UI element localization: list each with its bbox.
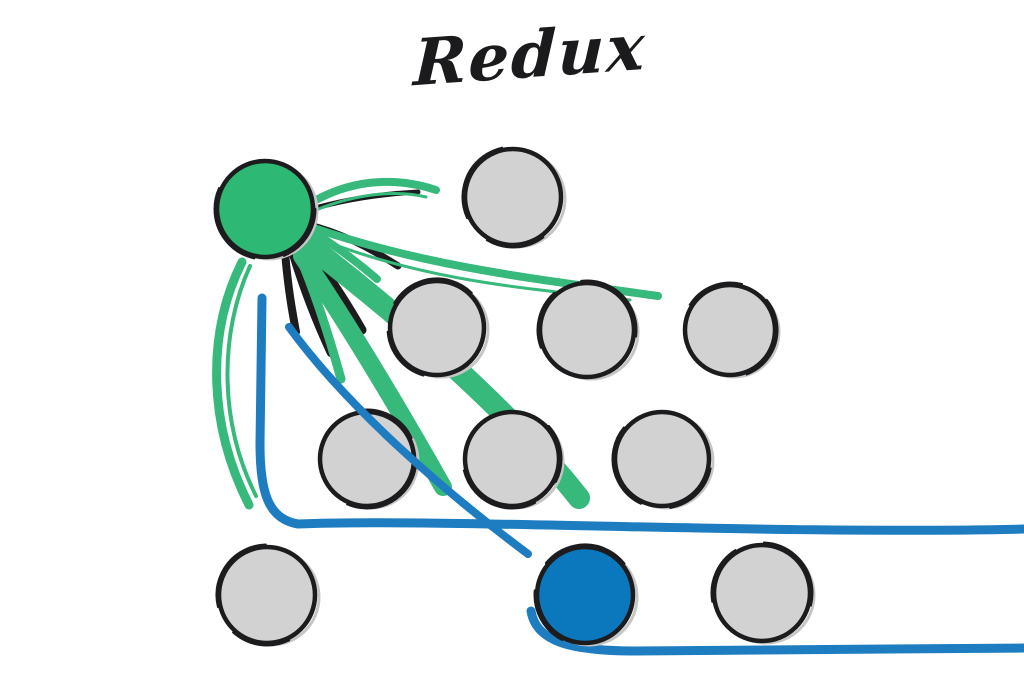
edge-blue-update-to-source <box>255 293 1024 535</box>
edge-green-to-r2c1 <box>302 224 381 283</box>
edge-green-to-top <box>314 177 440 203</box>
node-sketch-ring <box>710 541 814 645</box>
edge-blue-tail-under-store <box>526 606 1024 656</box>
node-circle-gray-r3c3 <box>612 409 712 509</box>
node-circle-gray-r4c1 <box>216 544 318 646</box>
edge-green-arc-r4c1 <box>212 257 254 510</box>
node-circle-gray-r2c1 <box>387 278 487 378</box>
node-circle-gray-r4c3 <box>711 542 813 644</box>
node-sketch-ring <box>536 279 638 381</box>
nodes-layer <box>213 145 816 647</box>
node-circle-green-source <box>214 158 316 260</box>
node-circle-gray-r2c3 <box>682 282 778 378</box>
node-sketch-ring <box>213 157 317 261</box>
edge-green-arc-r4c1-echo <box>225 264 258 498</box>
node-blue-store <box>533 543 639 647</box>
node-sketch-ring <box>386 277 488 379</box>
node-sketch-ring <box>215 543 319 647</box>
node-gray-r2c2 <box>536 279 640 381</box>
edge-blue-dispatch-to-store <box>285 323 532 558</box>
node-gray-top <box>461 145 567 249</box>
node-gray-r3c2 <box>461 408 565 510</box>
edge-ink-ray-5 <box>281 248 300 336</box>
node-gray-r2c3 <box>681 281 781 379</box>
node-gray-r4c3 <box>710 541 816 645</box>
node-sketch-ring <box>681 281 779 379</box>
node-circle-gray-r3c1 <box>317 409 417 509</box>
edge-green-band-r3c2 <box>293 247 452 496</box>
node-sketch-ring <box>533 543 637 647</box>
edges-over-layer <box>285 323 532 558</box>
node-circle-gray-r3c2 <box>462 409 562 509</box>
node-gray-r4c1 <box>215 543 321 647</box>
node-sketch-ring <box>461 145 565 249</box>
node-circle-gray-r2c2 <box>537 280 637 380</box>
edge-green-to-top-echo <box>314 192 428 212</box>
node-gray-r3c3 <box>611 408 715 510</box>
node-gray-r2c1 <box>386 277 490 379</box>
node-green-source <box>213 157 319 261</box>
node-circle-blue-store <box>534 544 636 646</box>
node-circle-gray-top <box>462 146 564 248</box>
node-sketch-ring <box>611 408 713 510</box>
node-sketch-ring <box>461 408 563 510</box>
